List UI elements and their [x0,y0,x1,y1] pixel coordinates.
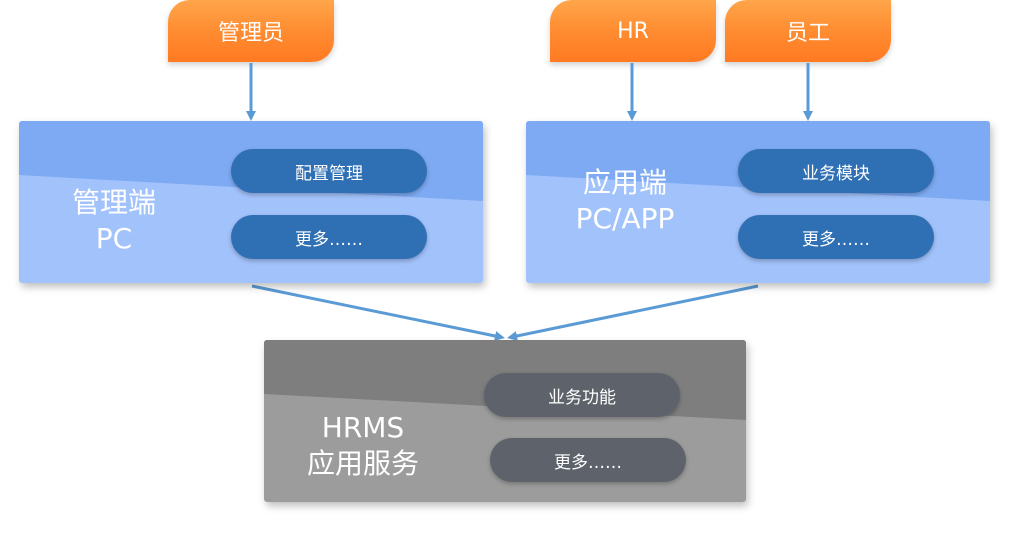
app-panel-title-line2: PC/APP [575,202,675,235]
arrow-app-panel-to-service [507,284,759,341]
admin-more-button[interactable]: 更多…… [231,215,427,259]
admin-panel: 管理端 PC 配置管理 更多…… [19,121,483,283]
admin-panel-title-line1: 管理端 [71,186,156,219]
service-more-button[interactable]: 更多…… [490,438,686,482]
service-panel-title-line2: 应用服务 [306,447,419,480]
config-management-button[interactable]: 配置管理 [231,149,427,193]
role-employee: 员工 [725,0,891,62]
service-panel: HRMS 应用服务 业务功能 更多…… [264,340,746,502]
app-panel-title: 应用端 PC/APP [540,165,710,237]
app-more-button[interactable]: 更多…… [738,215,934,259]
business-function-button[interactable]: 业务功能 [484,373,680,417]
app-panel: 应用端 PC/APP 业务模块 更多…… [526,121,990,283]
service-panel-title: HRMS 应用服务 [288,410,438,482]
admin-panel-title-line2: PC [95,222,133,255]
service-panel-title-line1: HRMS [321,411,405,444]
role-admin: 管理员 [168,0,334,62]
admin-panel-title: 管理端 PC [49,185,179,257]
arrow-admin-panel-to-service [251,284,505,341]
business-module-button[interactable]: 业务模块 [738,149,934,193]
app-panel-title-line1: 应用端 [582,166,667,199]
role-hr: HR [550,0,716,62]
